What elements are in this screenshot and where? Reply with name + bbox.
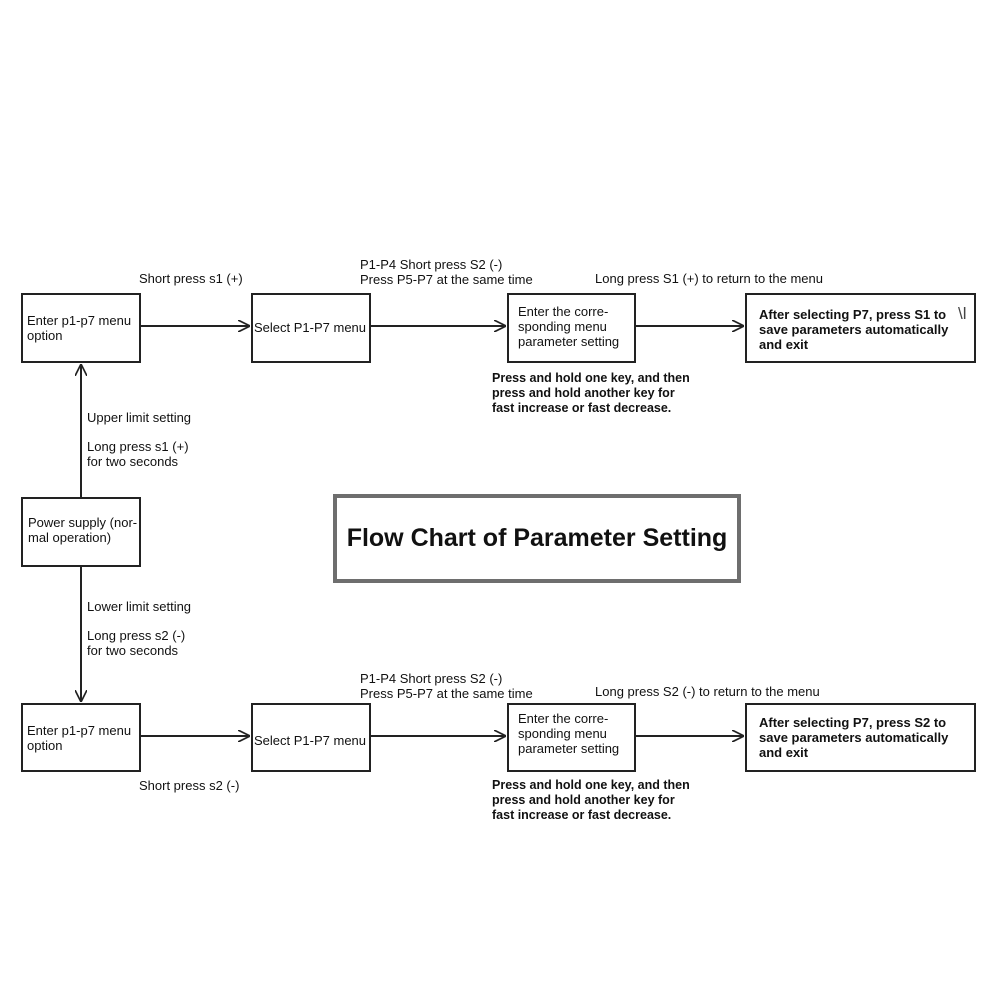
lower-return-label: Long press S2 (-) to return to the menu [595, 684, 820, 699]
lower-limit-label: Lower limit setting [87, 599, 192, 614]
upper-enter-menu-text: Enter p1-p7 menu option [27, 313, 132, 343]
upper-short-press-label: Short press s1 (+) [139, 271, 243, 286]
title-box: Flow Chart of Parameter Setting [333, 494, 741, 583]
power-supply-box: Power supply (nor- mal operation) [21, 497, 141, 567]
chart-title: Flow Chart of Parameter Setting [346, 524, 728, 552]
lower-fast-adjust-note: Press and hold one key, and then press a… [492, 778, 690, 822]
upper-limit-label: Upper limit setting [87, 410, 192, 425]
lower-select-menu-text: Select P1-P7 menu [254, 733, 367, 748]
upper-p1p4-label: P1-P4 Short press S2 (-) Press P5-P7 at … [360, 257, 533, 287]
upper-exit-text: After selecting P7, press S1 to save par… [759, 307, 949, 352]
lower-hold-label: Long press s2 (-) for two seconds [87, 628, 186, 658]
upper-select-menu-text: Select P1-P7 menu [254, 320, 367, 335]
upper-param-setting-box: Enter the corre- sponding menu parameter… [507, 293, 636, 363]
upper-param-setting-text: Enter the corre- sponding menu parameter… [518, 304, 620, 349]
power-supply-text: Power supply (nor- mal operation) [28, 515, 138, 545]
lower-short-press-label: Short press s2 (-) [139, 778, 240, 793]
lower-exit-text: After selecting P7, press S2 to save par… [759, 715, 949, 760]
upper-exit-box: After selecting P7, press S1 to save par… [745, 293, 976, 363]
upper-enter-menu-box: Enter p1-p7 menu option [21, 293, 141, 363]
upper-return-label: Long press S1 (+) to return to the menu [595, 271, 823, 286]
lower-exit-box: After selecting P7, press S2 to save par… [745, 703, 976, 772]
lower-p1p4-label: P1-P4 Short press S2 (-) Press P5-P7 at … [360, 671, 533, 701]
upper-stray-mark: \l [958, 304, 967, 323]
lower-select-menu-box: Select P1-P7 menu [251, 703, 371, 772]
lower-param-setting-box: Enter the corre- sponding menu parameter… [507, 703, 636, 772]
lower-enter-menu-text: Enter p1-p7 menu option [27, 723, 132, 753]
lower-enter-menu-box: Enter p1-p7 menu option [21, 703, 141, 772]
upper-select-menu-box: Select P1-P7 menu [251, 293, 371, 363]
upper-hold-label: Long press s1 (+) for two seconds [87, 439, 189, 469]
lower-param-setting-text: Enter the corre- sponding menu parameter… [518, 711, 620, 756]
upper-fast-adjust-note: Press and hold one key, and then press a… [492, 371, 690, 415]
